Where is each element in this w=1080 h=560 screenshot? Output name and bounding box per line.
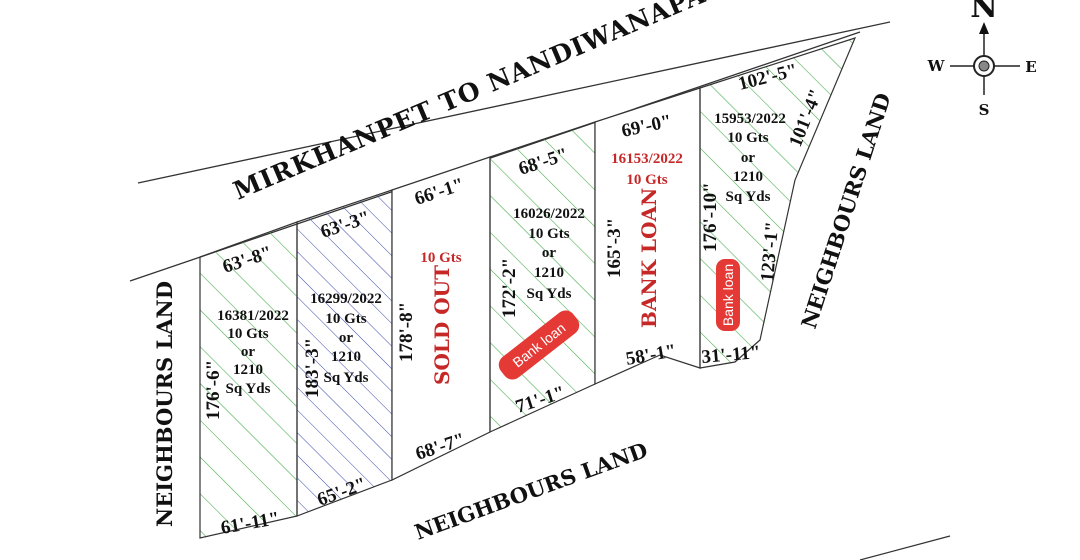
- plot-1-info-line-3: or: [241, 344, 256, 360]
- compass-west: W: [927, 57, 946, 75]
- plot-3-side-dim: 178'-8": [396, 302, 417, 362]
- bank-loan-badge-vertical: Bank loan: [716, 259, 740, 331]
- plot-1-info-line-2: 10 Gts: [227, 326, 268, 342]
- lower-boundary: [859, 535, 951, 560]
- plot-6-bottom-dim: 31'-11": [701, 342, 762, 368]
- plot-5-side-dim: 165'-3": [604, 218, 625, 278]
- plot-1-side-dim: 176'-6": [203, 360, 224, 420]
- plot-2-info-line-1: 16299/2022: [310, 291, 382, 307]
- neighbours-label-left: NEIGHBOURS LAND: [152, 281, 177, 527]
- plot-3-sold-out: SOLD OUT: [430, 265, 454, 385]
- compass-north: N: [970, 0, 997, 25]
- plot-4-info-line-1: 16026/2022: [513, 206, 585, 222]
- plot-6-info-line-5: Sq Yds: [726, 189, 771, 205]
- plot-2-info-line-5: Sq Yds: [324, 370, 369, 386]
- plot-6-info-line-4: 1210: [733, 169, 763, 185]
- compass-south: S: [979, 101, 990, 119]
- plot-2-info-line-4: 1210: [331, 349, 361, 365]
- plot-2-side-dim: 183'-3": [302, 338, 323, 398]
- compass-east: E: [1025, 58, 1036, 76]
- plot-6-info-line-3: or: [741, 150, 756, 166]
- plot-4-info-line-2: 10 Gts: [528, 226, 569, 242]
- plot-1-info-line-4: 1210: [233, 362, 263, 378]
- plot-4-info-line-3: or: [542, 245, 557, 261]
- plot-6-inner-side-dim: 123'-1": [757, 221, 783, 283]
- plot-4-info-line-5: Sq Yds: [527, 286, 572, 302]
- plot-5: 69'-0" 58'-1" 165'-3" 16153/2022 10 Gts …: [604, 111, 683, 370]
- plot-1-info-line-1: 16381/2022: [217, 308, 289, 324]
- plot-4-info-line-4: 1210: [534, 265, 564, 281]
- compass: N W E S: [927, 0, 1037, 119]
- plot-5-area: [594, 87, 701, 385]
- plot-4-side-dim: 172'-2": [499, 258, 520, 318]
- plot-2-info-line-3: or: [339, 330, 354, 346]
- plot-6-info-line-1: 15953/2022: [714, 111, 786, 127]
- plot-1-info-line-5: Sq Yds: [226, 381, 271, 397]
- plot-5-bank-loan: BANK LOAN: [637, 188, 661, 328]
- bank-loan-badge-vertical-text: Bank loan: [720, 264, 736, 326]
- plot-5-info-line-2: 10 Gts: [626, 172, 667, 188]
- plot-3-area-text: 10 Gts: [420, 250, 461, 266]
- plot-6-info-line-2: 10 Gts: [727, 130, 768, 146]
- plot-2-info-line-2: 10 Gts: [325, 311, 366, 327]
- road-edge-top: [137, 21, 891, 184]
- plot-5-info-line-1: 16153/2022: [611, 151, 683, 167]
- plot-6-side-dim: 176'-10": [700, 182, 721, 252]
- plots: [199, 37, 857, 539]
- north-arrow-icon: [979, 22, 989, 34]
